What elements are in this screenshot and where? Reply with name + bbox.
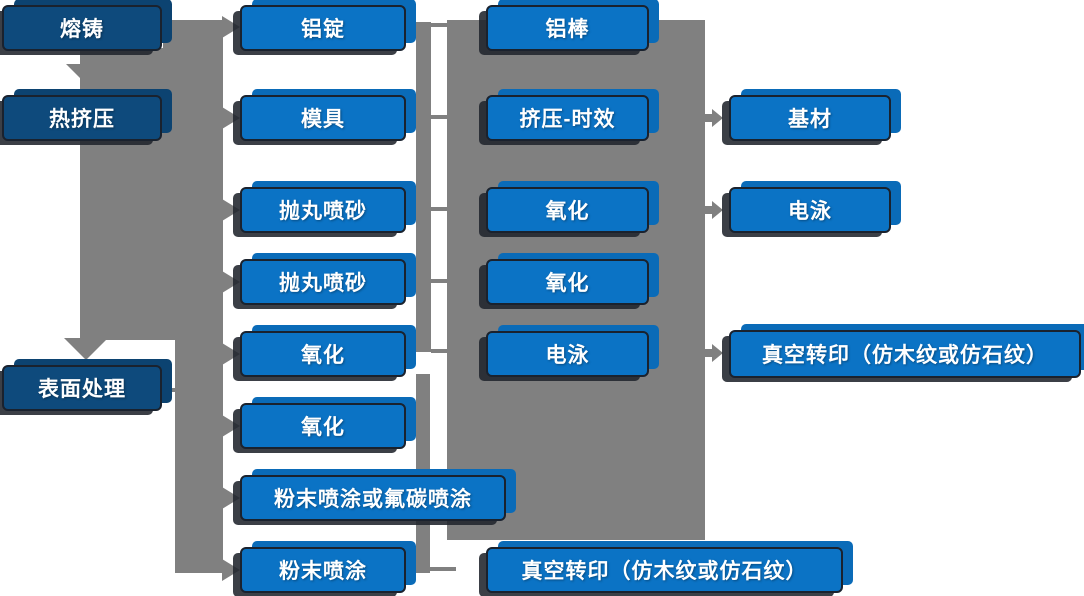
arrowhead-to-shot-blasting-1 xyxy=(222,199,240,221)
node-hot-extrusion: 热挤压 xyxy=(2,95,162,141)
arrowhead-down-to-surface-treatment xyxy=(64,338,108,360)
connector-mid-bar-upper xyxy=(416,22,431,352)
node-shot-blasting-2: 抛丸喷砂 xyxy=(240,259,406,305)
node-oxidation-4: 氧化 xyxy=(486,259,649,305)
arrowhead-to-mold xyxy=(222,107,240,129)
tick-row-oxidation-3 xyxy=(431,207,448,211)
node-electrophoresis-1: 电泳 xyxy=(486,331,649,377)
tick-row-aluminum-rod xyxy=(431,23,448,27)
node-oxidation-1: 氧化 xyxy=(240,331,406,377)
node-powder-or-fluorocarbon-coating: 粉末喷涂或氟碳喷涂 xyxy=(240,475,506,521)
node-vacuum-transfer-1: 真空转印（仿木纹或仿石纹） xyxy=(486,547,843,593)
arrowhead-to-shot-blasting-2 xyxy=(222,271,240,293)
connector-left-block xyxy=(80,48,223,340)
node-aluminum-ingot: 铝锭 xyxy=(240,5,406,51)
node-oxidation-2: 氧化 xyxy=(240,403,406,449)
node-surface-treatment: 表面处理 xyxy=(2,365,162,411)
arrowhead-to-electrophoresis-2 xyxy=(705,201,723,219)
node-oxidation-3: 氧化 xyxy=(486,187,649,233)
arrowhead-to-oxidation-2 xyxy=(222,415,240,437)
node-base-material: 基材 xyxy=(729,95,891,141)
tick-row-vacuum-transfer-1 xyxy=(430,567,456,571)
arrowhead-to-vacuum-transfer-2 xyxy=(705,344,723,362)
arrowhead-to-oxidation-1 xyxy=(222,343,240,365)
connector-mid-bar-lower xyxy=(416,374,430,573)
node-shot-blasting-1: 抛丸喷砂 xyxy=(240,187,406,233)
arrowhead-down-to-hot-extrusion xyxy=(66,64,106,84)
connector-surface-treatment-tie xyxy=(161,388,179,392)
node-powder-coating: 粉末喷涂 xyxy=(240,547,406,593)
tick-row-oxidation-4 xyxy=(431,279,448,283)
arrowhead-to-powder-coating xyxy=(222,559,240,581)
node-aluminum-rod: 铝棒 xyxy=(486,5,649,51)
node-melting-casting: 熔铸 xyxy=(2,5,162,51)
arrowhead-to-powder-or-fluorocarbon-coating xyxy=(222,487,240,509)
node-mold: 模具 xyxy=(240,95,406,141)
arrowhead-to-aluminum-ingot xyxy=(222,16,240,38)
arrowhead-to-base-material xyxy=(705,109,723,127)
tick-row-extrusion-aging xyxy=(431,115,448,119)
node-extrusion-aging: 挤压-时效 xyxy=(486,95,649,141)
tick-row-electrophoresis-1 xyxy=(431,349,448,353)
node-electrophoresis-2: 电泳 xyxy=(729,187,891,233)
node-vacuum-transfer-2: 真空转印（仿木纹或仿石纹） xyxy=(729,330,1081,378)
